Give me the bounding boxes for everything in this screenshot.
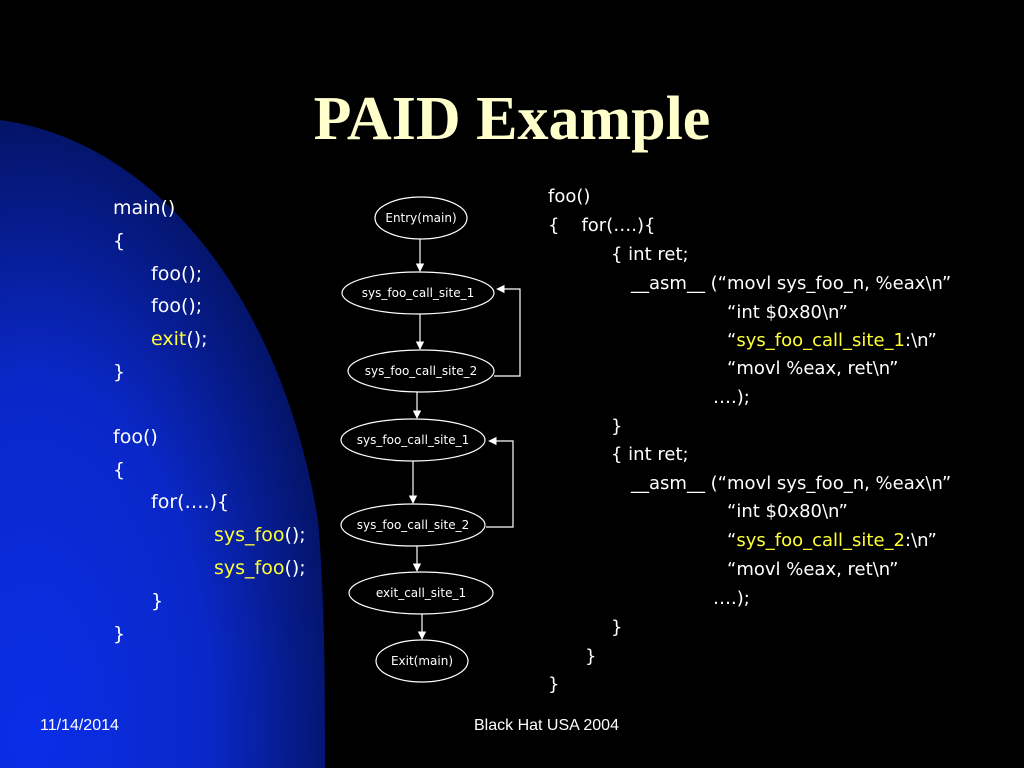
flow-node-ellipse bbox=[341, 271, 495, 315]
code-token: for(….){ bbox=[581, 215, 656, 236]
flow-node-ellipse bbox=[347, 349, 495, 393]
code-token: foo() bbox=[113, 426, 158, 448]
code-token: (); bbox=[284, 524, 306, 546]
flow-node-label: sys_foo_call_site_2 bbox=[357, 518, 469, 532]
flow-node-label: Entry(main) bbox=[385, 211, 456, 225]
code-line: } bbox=[113, 623, 125, 645]
flow-node-label: sys_foo_call_site_2 bbox=[365, 364, 477, 378]
flow-node: exit_call_site_1 bbox=[348, 571, 494, 615]
code-line: { int ret; bbox=[611, 444, 689, 466]
code-line: } bbox=[585, 646, 596, 668]
code-token: } bbox=[548, 674, 560, 695]
flow-node-label: sys_foo_call_site_1 bbox=[362, 286, 474, 300]
code-token: } bbox=[113, 623, 126, 645]
code-line: { for(….){ bbox=[548, 215, 655, 237]
code-token: { bbox=[548, 215, 560, 236]
highlighted-identifier: exit bbox=[151, 328, 187, 350]
code-line: } bbox=[611, 617, 622, 639]
code-token: } bbox=[611, 416, 623, 437]
flow-node-ellipse bbox=[340, 418, 486, 462]
highlighted-identifier: sys_foo_call_site_1 bbox=[736, 330, 905, 351]
code-token: “movl %eax, ret\n” bbox=[727, 559, 899, 580]
code-line: foo() bbox=[113, 426, 158, 448]
footer-date: 11/14/2014 bbox=[40, 717, 119, 734]
footer-event: Black Hat USA 2004 bbox=[474, 717, 619, 734]
flow-node: sys_foo_call_site_2 bbox=[347, 349, 495, 393]
code-line: { bbox=[113, 230, 125, 252]
flow-node: Exit(main) bbox=[375, 639, 469, 683]
code-line: __asm__ (“movl sys_foo_n, %eax\n” bbox=[631, 473, 951, 495]
slide-title: PAID Example bbox=[313, 85, 711, 153]
code-line: sys_foo(); bbox=[214, 524, 306, 546]
code-token: “movl %eax, ret\n” bbox=[727, 358, 899, 379]
code-token: “ bbox=[727, 330, 737, 351]
code-line: main() bbox=[113, 197, 175, 219]
code-token: } bbox=[113, 361, 126, 383]
code-line: sys_foo(); bbox=[214, 557, 306, 579]
code-token: __asm__ (“movl sys_foo_n, %eax\n” bbox=[631, 473, 952, 494]
code-line: “movl %eax, ret\n” bbox=[727, 358, 899, 380]
code-token: :\n” bbox=[905, 330, 937, 351]
code-line: } bbox=[151, 590, 163, 612]
code-token: “int $0x80\n” bbox=[727, 302, 848, 323]
code-token: } bbox=[151, 590, 164, 612]
code-token: __asm__ (“movl sys_foo_n, %eax\n” bbox=[631, 273, 952, 294]
flow-node: sys_foo_call_site_1 bbox=[341, 271, 495, 315]
code-token: “ bbox=[727, 530, 737, 551]
code-token: { int ret; bbox=[611, 444, 689, 465]
flow-node-ellipse bbox=[375, 639, 469, 683]
flow-node-label: Exit(main) bbox=[391, 654, 453, 668]
flow-node: sys_foo_call_site_2 bbox=[340, 503, 486, 547]
code-line: } bbox=[611, 416, 622, 438]
loop-back-arrow bbox=[486, 436, 514, 528]
code-token: (); bbox=[186, 328, 208, 350]
code-line: “sys_foo_call_site_2:\n” bbox=[727, 530, 937, 552]
code-line: __asm__ (“movl sys_foo_n, %eax\n” bbox=[631, 273, 951, 295]
blue-arc-shape bbox=[0, 120, 325, 768]
code-line: “movl %eax, ret\n” bbox=[727, 559, 899, 581]
code-token: { int ret; bbox=[611, 244, 689, 265]
code-token: ….); bbox=[713, 387, 750, 408]
code-line: foo(); bbox=[151, 263, 202, 285]
highlighted-identifier: sys_foo bbox=[214, 557, 285, 579]
highlighted-identifier: sys_foo bbox=[214, 524, 285, 546]
flow-node: Entry(main) bbox=[374, 196, 468, 240]
code-line: ….); bbox=[713, 588, 750, 610]
code-token: } bbox=[585, 646, 597, 667]
code-token: (); bbox=[284, 557, 306, 579]
code-line: “int $0x80\n” bbox=[727, 302, 848, 324]
code-line: exit(); bbox=[151, 328, 208, 350]
highlighted-identifier: sys_foo_call_site_2 bbox=[736, 530, 905, 551]
code-token: “int $0x80\n” bbox=[727, 501, 848, 522]
code-token: } bbox=[611, 617, 623, 638]
code-token: foo() bbox=[548, 186, 591, 207]
code-token: ….); bbox=[713, 588, 750, 609]
flow-node: sys_foo_call_site_1 bbox=[340, 418, 486, 462]
loop-back-arrow bbox=[494, 284, 521, 377]
flow-node-label: sys_foo_call_site_1 bbox=[357, 433, 469, 447]
code-token: { bbox=[113, 230, 126, 252]
code-line: “int $0x80\n” bbox=[727, 501, 848, 523]
code-line: foo() bbox=[548, 186, 590, 208]
flow-node-ellipse bbox=[374, 196, 468, 240]
code-line: { bbox=[113, 459, 125, 481]
flow-node-ellipse bbox=[348, 571, 494, 615]
code-token: for(….){ bbox=[151, 491, 230, 513]
code-token: main() bbox=[113, 197, 176, 219]
code-line: } bbox=[113, 361, 125, 383]
flow-node-ellipse bbox=[340, 503, 486, 547]
flow-node-label: exit_call_site_1 bbox=[376, 586, 466, 600]
code-line: ….); bbox=[713, 387, 750, 409]
code-token: :\n” bbox=[905, 530, 937, 551]
code-line: } bbox=[548, 674, 559, 696]
code-token: { bbox=[113, 459, 126, 481]
code-line: “sys_foo_call_site_1:\n” bbox=[727, 330, 937, 352]
code-line: foo(); bbox=[151, 295, 202, 317]
code-token: foo(); bbox=[151, 295, 203, 317]
code-line: for(….){ bbox=[151, 491, 229, 513]
code-line: { int ret; bbox=[611, 244, 689, 266]
code-token: foo(); bbox=[151, 263, 203, 285]
